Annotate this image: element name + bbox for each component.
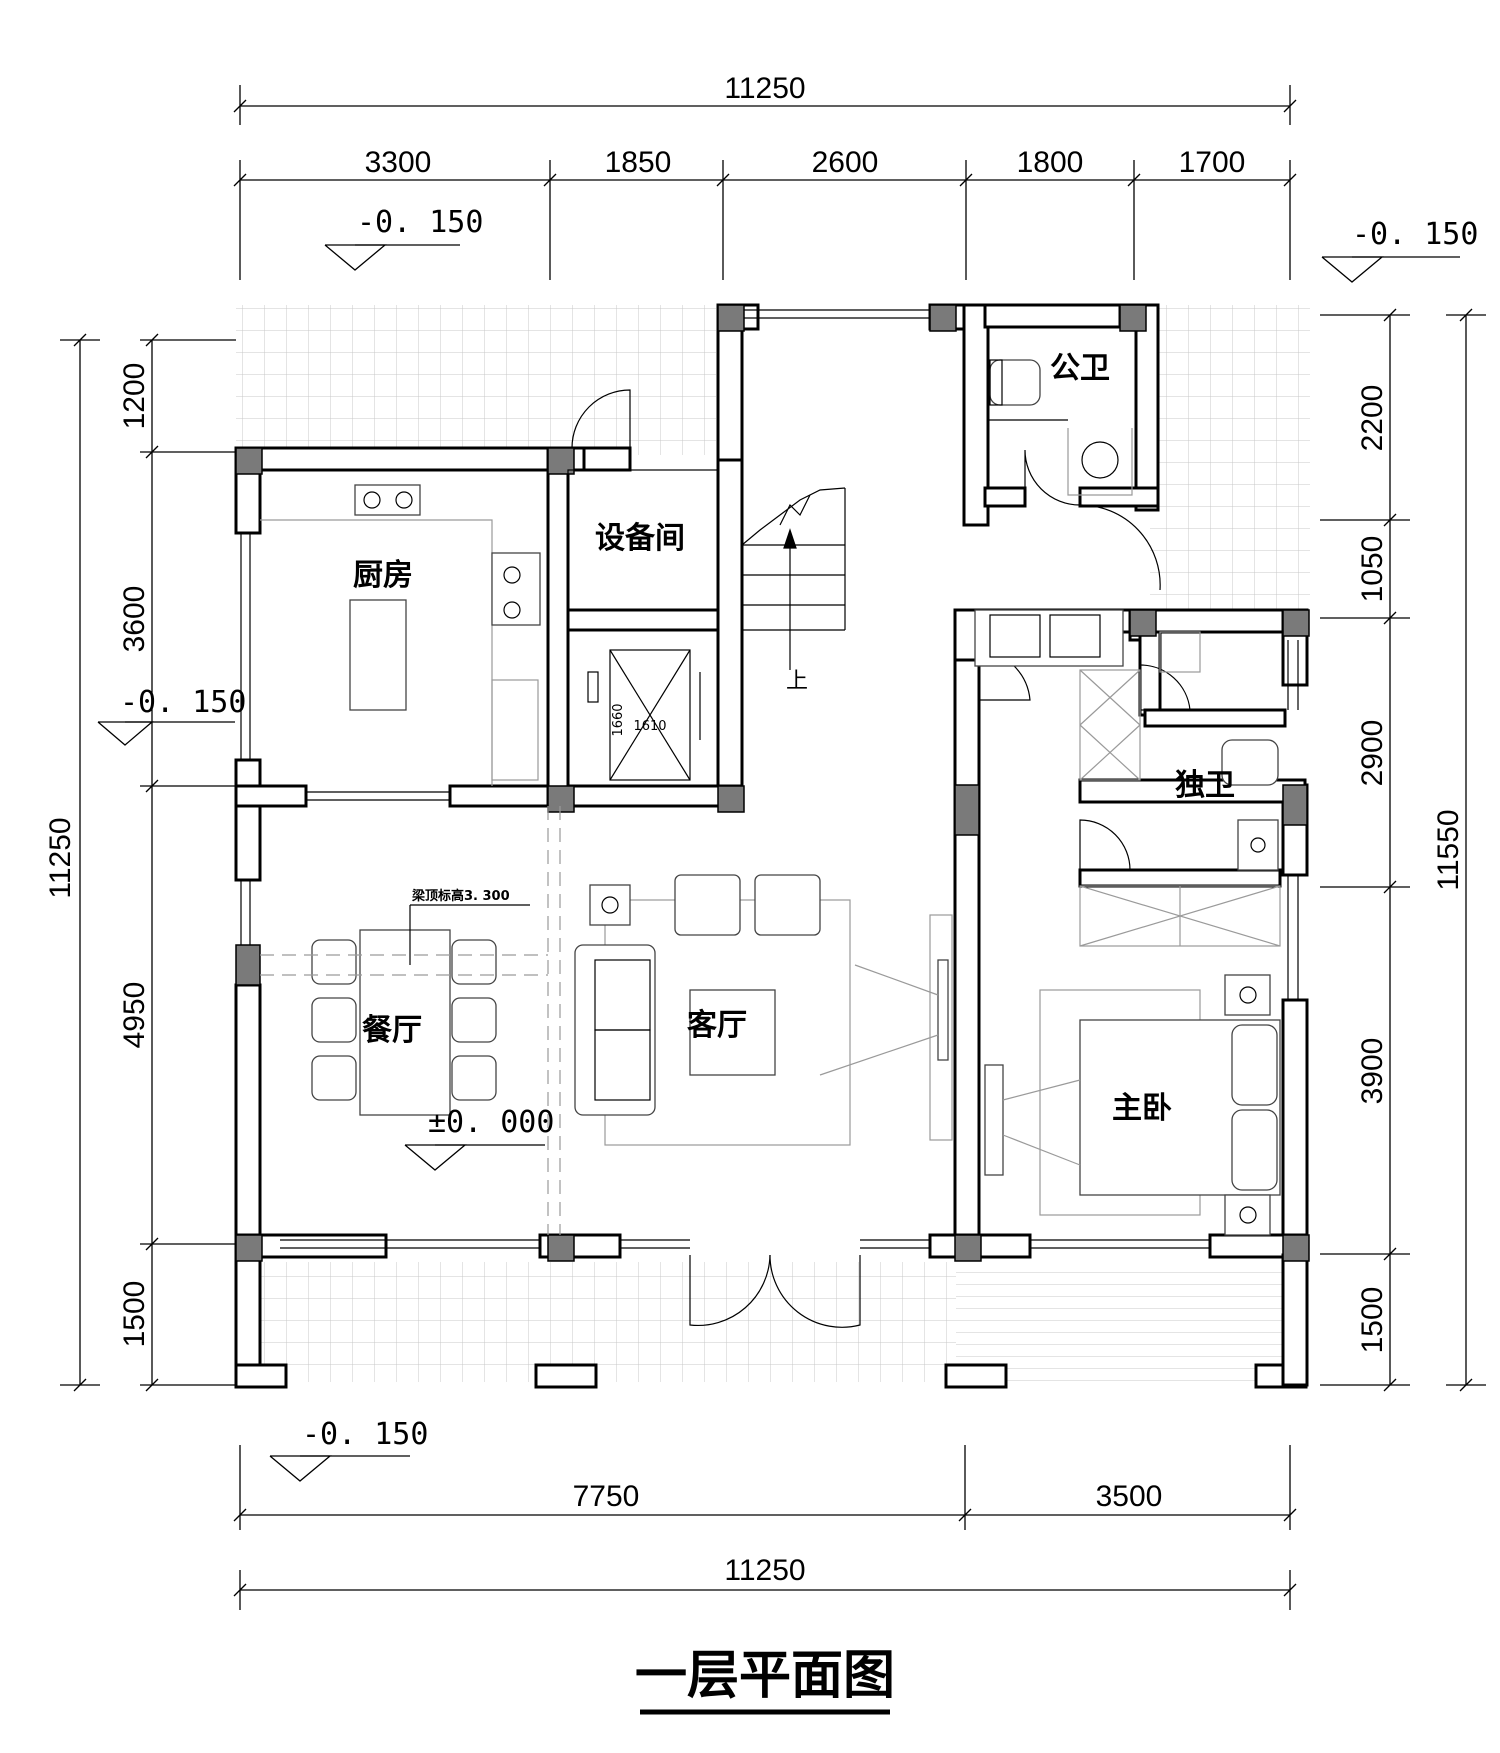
level-left-mid: -0. 150 bbox=[120, 685, 246, 720]
top-dim-2: 1850 bbox=[605, 146, 672, 179]
right-total-dim: 11550 bbox=[1432, 809, 1465, 890]
top-dim-3: 2600 bbox=[812, 146, 879, 179]
structural-columns bbox=[235, 304, 1310, 1262]
left-dim-1: 1200 bbox=[118, 363, 151, 430]
private-bathroom-fixtures bbox=[1079, 631, 1279, 871]
windows bbox=[240, 304, 1299, 1249]
bottom-dim-1: 7750 bbox=[573, 1480, 640, 1513]
level-marker-floor bbox=[404, 1144, 545, 1171]
right-dim-1: 2200 bbox=[1356, 385, 1389, 452]
level-bottom-left: -0. 150 bbox=[302, 1417, 428, 1452]
room-living: 客厅 bbox=[687, 1008, 747, 1043]
bottom-total-dim: 11250 bbox=[724, 1554, 805, 1587]
living-room-furniture bbox=[574, 874, 953, 1146]
level-floor: ±0. 000 bbox=[428, 1105, 554, 1140]
right-dimension-lines bbox=[1320, 308, 1486, 1392]
kitchen-fixtures bbox=[260, 484, 541, 786]
public-bathroom-fixtures bbox=[988, 359, 1133, 496]
right-dim-3: 2900 bbox=[1356, 720, 1389, 787]
elevator-width: 1610 bbox=[633, 719, 666, 734]
doors bbox=[571, 389, 1191, 1328]
walls bbox=[234, 303, 1309, 1389]
top-dim-5: 1700 bbox=[1179, 146, 1246, 179]
room-master-bedroom: 主卧 bbox=[1112, 1091, 1172, 1126]
elevator-shaft bbox=[587, 649, 701, 781]
level-marker-top-left bbox=[324, 244, 460, 271]
left-dimension-lines bbox=[60, 333, 240, 1392]
tiled-porch-bottom bbox=[256, 1262, 956, 1382]
top-dim-1: 3300 bbox=[365, 146, 432, 179]
left-total-dim: 11250 bbox=[44, 817, 77, 898]
elevator-height: 1660 bbox=[611, 703, 626, 736]
master-bedroom-furniture bbox=[984, 974, 1281, 1236]
drawing-title: 一层平面图 bbox=[635, 1646, 895, 1706]
top-total-dim: 11250 bbox=[724, 72, 805, 105]
room-private-wc: 独卫 bbox=[1175, 768, 1235, 803]
level-marker-bottom-left bbox=[269, 1455, 410, 1482]
equipment-room-box bbox=[567, 469, 719, 611]
beam-height-note: 梁顶标高3. 300 bbox=[411, 888, 510, 904]
left-dim-3: 4950 bbox=[118, 982, 151, 1049]
bottom-dim-2: 3500 bbox=[1096, 1480, 1163, 1513]
stair-up-label: 上 bbox=[786, 669, 808, 694]
bottom-dimension-lines bbox=[233, 1445, 1297, 1610]
tiled-terrace-top-left bbox=[236, 305, 716, 455]
level-top-right: -0. 150 bbox=[1352, 217, 1478, 252]
top-dim-4: 1800 bbox=[1017, 146, 1084, 179]
room-public-wc: 公卫 bbox=[1050, 351, 1110, 386]
tiled-terrace-top-right bbox=[1150, 305, 1310, 615]
right-dim-4: 3900 bbox=[1356, 1038, 1389, 1105]
level-top-left: -0. 150 bbox=[357, 205, 483, 240]
top-dimension-lines bbox=[233, 85, 1297, 280]
level-marker-top-right bbox=[1321, 256, 1460, 283]
wardrobe bbox=[1079, 885, 1281, 947]
deck-bottom-right bbox=[956, 1262, 1286, 1382]
staircase bbox=[741, 487, 846, 670]
left-dim-2: 3600 bbox=[118, 586, 151, 653]
room-dining: 餐厅 bbox=[362, 1013, 422, 1048]
level-marker-left-mid bbox=[97, 721, 235, 746]
room-equipment: 设备间 bbox=[595, 521, 685, 556]
laundry-cabinet bbox=[974, 609, 1124, 667]
dining-set bbox=[260, 806, 561, 1235]
room-kitchen: 厨房 bbox=[353, 558, 413, 593]
left-dim-4: 1500 bbox=[118, 1281, 151, 1348]
right-dim-2: 1050 bbox=[1356, 536, 1389, 603]
right-dim-5: 1500 bbox=[1356, 1287, 1389, 1354]
